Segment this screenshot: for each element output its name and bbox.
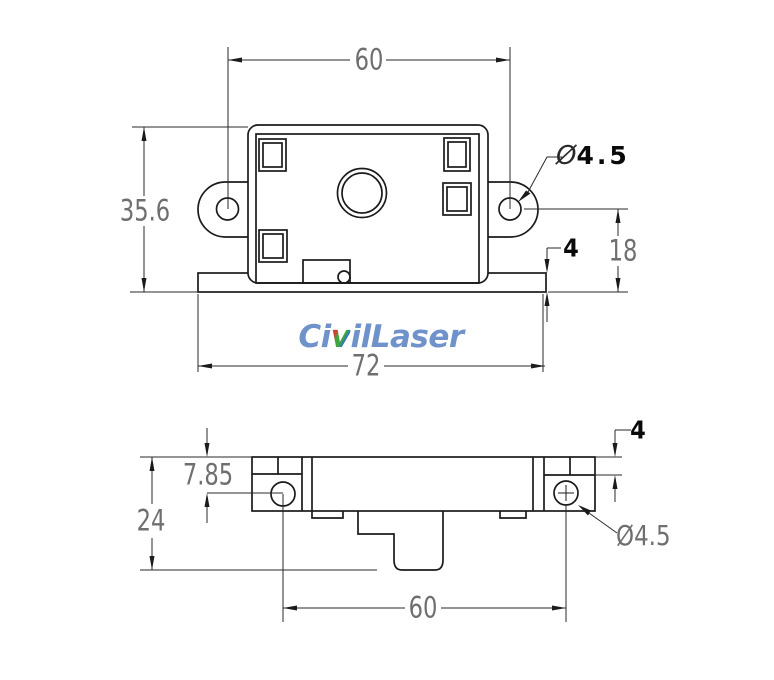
- dim-4-bottom-lines: [595, 429, 631, 502]
- dim-hole-to-base-bottom: 18: [606, 236, 640, 266]
- side-left-ear-block: [252, 457, 313, 511]
- dim-72-lines: [197, 294, 545, 372]
- dim-60-bottom-lines: [282, 494, 567, 622]
- under-connector: [357, 511, 444, 571]
- dim-356-lines: [130, 126, 248, 293]
- leader-dia45-top: [518, 156, 562, 202]
- side-right-ear-block: [532, 457, 595, 511]
- dim-hole-spacing-top: 60: [352, 45, 386, 75]
- cover-outline: [247, 124, 489, 284]
- under-tab-right: [499, 511, 527, 519]
- top-view: [197, 124, 547, 293]
- dim-base-thickness-top: 4: [563, 233, 579, 263]
- dim-ear-step-depth: 4: [630, 415, 646, 445]
- terminal-block-top-left: [258, 138, 287, 172]
- dim-785-lines: [204, 428, 283, 523]
- terminal-block-top-right: [443, 137, 471, 172]
- terminal-block-bottom-left: [258, 229, 288, 263]
- side-under-profile: [311, 511, 527, 571]
- dim-18-lines: [524, 208, 628, 293]
- dim-60-top-lines: [227, 47, 511, 209]
- logo-part1: Ci: [298, 319, 331, 355]
- leader-dia45-bottom: [578, 505, 618, 534]
- logo-accent-v: v: [330, 319, 351, 355]
- diameter-value: 4.5: [576, 141, 630, 170]
- dim-4-top-lines: [544, 247, 561, 322]
- diameter-symbol: Ø: [556, 141, 577, 171]
- logo-part2: ilLaser: [350, 319, 464, 355]
- side-view-dimensions: [140, 428, 631, 622]
- dim-hole-spacing-bottom: 60: [406, 593, 440, 623]
- bottom-component: [302, 259, 351, 284]
- dim-hole-diameter-bottom: Ø4.5: [616, 519, 671, 552]
- side-right-hole-crosshair: [558, 485, 574, 501]
- under-tab-left: [311, 511, 344, 519]
- dim-overall-height-top: 35.6: [117, 196, 173, 226]
- top-view-dimensions: [130, 47, 628, 372]
- center-aperture: [336, 167, 388, 219]
- dim-hole-diameter-top: Ø4.5: [556, 143, 630, 169]
- dim-hole-from-top: 7.85: [182, 457, 234, 492]
- panel-outline: [255, 133, 480, 284]
- dim-24-lines: [140, 456, 377, 571]
- civillaser-logo: CivilLaser: [298, 319, 464, 355]
- terminal-block-mid-right: [442, 182, 472, 216]
- dim-overall-height-bottom: 24: [134, 506, 168, 536]
- side-view: [251, 456, 596, 571]
- side-body: [251, 456, 596, 512]
- dim-base-width: 72: [349, 351, 383, 381]
